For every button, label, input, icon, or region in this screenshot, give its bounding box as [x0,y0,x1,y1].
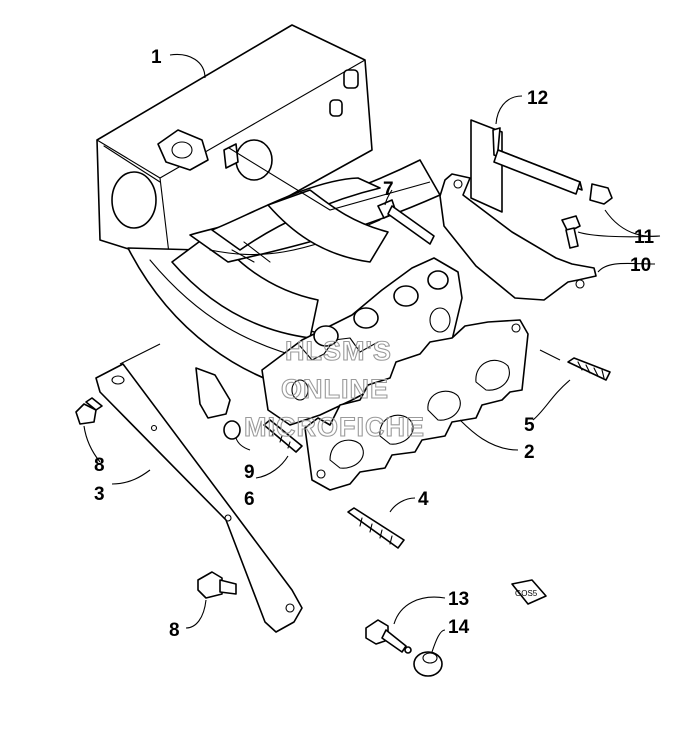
callout-14: 14 [448,617,470,638]
stud-part-4 [347,507,405,549]
callout-3: 3 [94,484,105,505]
callout-8-upper: 8 [94,455,105,476]
callout-12: 12 [527,88,548,109]
stud-part-6 [263,419,303,453]
callout-2: 2 [524,442,535,463]
bracket-plate-part-12 [470,119,583,213]
figure-stamp-text: GOS5 [515,589,538,598]
bolt-part-8-lower [197,571,237,599]
bolt-part-8-upper [75,397,103,425]
watermark-line-2: ONLINE [281,374,389,404]
callout-10: 10 [630,255,651,276]
exhaust-pipes [171,159,441,339]
callout-13: 13 [448,589,469,610]
callout-9: 9 [244,462,255,483]
watermark: HLSM'S ONLINE MICROFICHE [243,335,425,442]
watermark-line-1: HLSM'S [285,336,392,366]
stud-part-5 [567,357,611,381]
callout-8-lower: 8 [169,620,180,641]
callout-6: 6 [244,489,255,510]
figure-stamp: GOS5 [511,579,547,605]
support-bracket-part-3 [95,363,303,633]
callout-4: 4 [418,489,429,510]
callout-5: 5 [524,415,535,436]
heat-shield-part-10 [439,173,597,301]
nut-part-14 [413,651,443,677]
sensor-part-13 [365,619,412,654]
gasket-part-2 [304,319,529,491]
exhaust-manifold [261,257,463,426]
callout-7: 7 [383,179,394,200]
bolt-part-7 [377,199,435,245]
watermark-line-3: MICROFICHE [244,412,425,442]
callout-numbers: 1 12 7 11 10 5 2 4 8 3 9 6 8 13 14 [94,47,655,641]
callout-11: 11 [634,227,655,248]
callout-1: 1 [151,47,162,68]
leader-lines [83,53,661,653]
bolt-part-11 [561,183,613,249]
stud-part-9 [195,367,241,440]
